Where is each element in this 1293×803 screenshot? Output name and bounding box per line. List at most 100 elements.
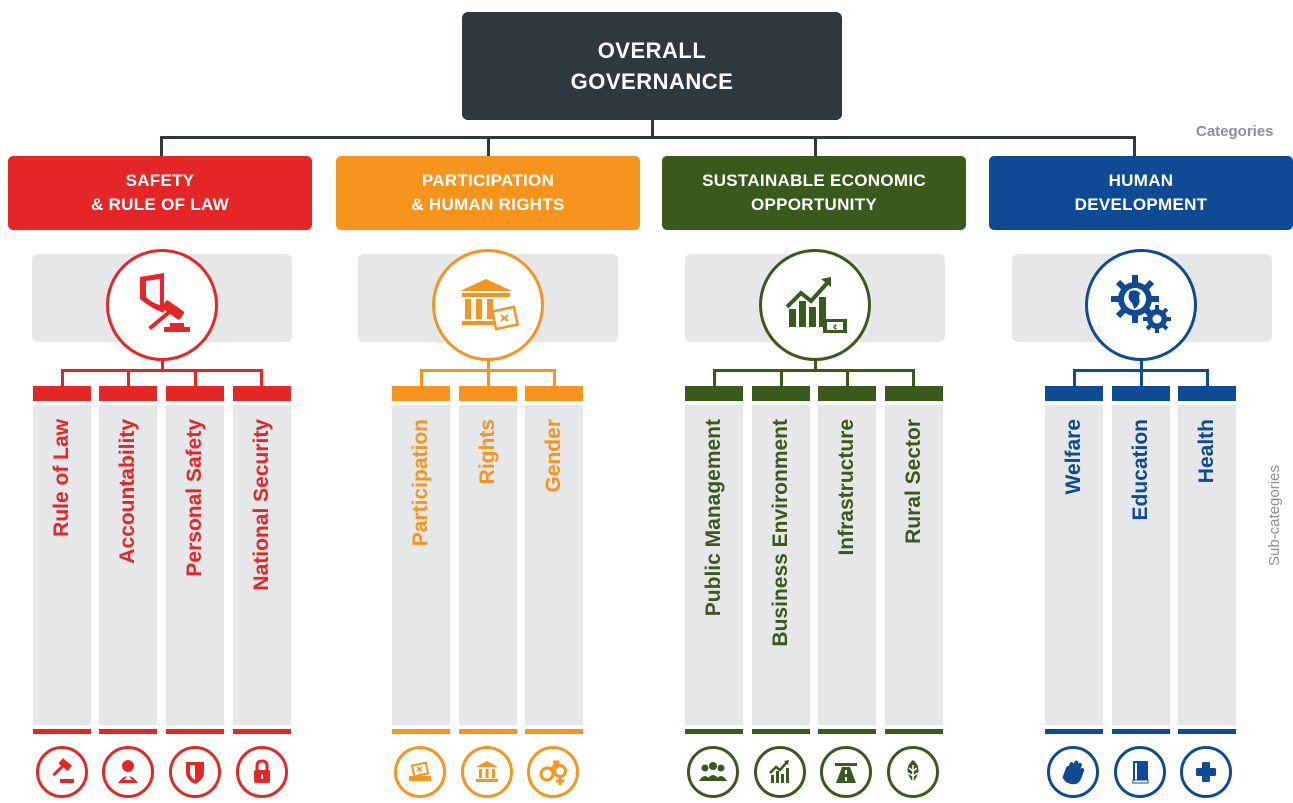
sub-bar — [885, 729, 943, 734]
category-connector-1 — [160, 136, 163, 156]
subcategory-label: Health — [1195, 419, 1218, 484]
leaf-icon — [887, 746, 939, 798]
sub-connector-drop — [1140, 369, 1143, 387]
category-economic-box: SUSTAINABLE ECONOMIC OPPORTUNITY — [662, 156, 966, 230]
sub-connector-drop — [1206, 369, 1209, 387]
overall-governance-line1: OVERALL — [597, 38, 707, 63]
shield-icon — [169, 746, 221, 798]
sub-bar — [392, 729, 450, 734]
subcategory-label: Education — [1129, 419, 1152, 521]
sub-cap — [33, 386, 91, 401]
sub-connector-stem — [487, 361, 490, 371]
sub-connector-stem — [814, 361, 817, 371]
sub-bar — [33, 729, 91, 734]
sub-cap — [233, 386, 291, 401]
subcategory-rights: Rights — [459, 405, 517, 725]
sub-cap — [752, 386, 810, 401]
sub-connector-drop — [420, 369, 423, 387]
subcategory-label: Rule of Law — [50, 419, 73, 537]
sub-bar — [685, 729, 743, 734]
top-connector-horizontal — [160, 136, 1135, 139]
sub-bar — [459, 729, 517, 734]
sub-bar — [166, 729, 224, 734]
sub-connector-drop — [1073, 369, 1076, 387]
shield-gavel-icon — [106, 249, 218, 361]
sub-connector-bar — [713, 369, 915, 372]
subcategory-label: Rights — [476, 419, 499, 485]
sub-connector-drop — [846, 369, 849, 387]
sub-cap — [525, 386, 583, 401]
sub-bar — [99, 729, 157, 734]
sub-cap — [1178, 386, 1236, 401]
category-title-line2: & RULE OF LAW — [91, 195, 229, 214]
category-title-line2: & HUMAN RIGHTS — [411, 195, 565, 214]
sub-connector-drop — [127, 369, 130, 387]
sub-bar — [525, 729, 583, 734]
sub-connector-stem — [161, 361, 164, 371]
people-group-icon — [687, 746, 739, 798]
sub-bar — [1112, 729, 1170, 734]
subcategory-rural-sector: Rural Sector — [885, 405, 943, 725]
subcategory-welfare: Welfare — [1045, 405, 1103, 725]
book-icon — [1114, 746, 1166, 798]
category-connector-4 — [1133, 136, 1136, 156]
subcategory-infrastructure: Infrastructure — [818, 405, 876, 725]
overall-governance-line2: GOVERNANCE — [570, 69, 734, 94]
category-connector-2 — [487, 136, 490, 156]
sub-cap — [1045, 386, 1103, 401]
subcategory-label: Gender — [542, 419, 565, 493]
sub-connector-drop — [487, 369, 490, 387]
category-connector-3 — [814, 136, 817, 156]
category-title-line1: PARTICIPATION — [421, 171, 555, 190]
sub-cap — [1112, 386, 1170, 401]
sub-connector-drop — [61, 369, 64, 387]
growth-money-icon: ¢ — [759, 249, 871, 361]
road-icon — [820, 746, 872, 798]
category-participation-box: PARTICIPATION & HUMAN RIGHTS — [336, 156, 640, 230]
hand-icon — [1047, 746, 1099, 798]
medical-cross-icon — [1180, 746, 1232, 798]
padlock-icon — [236, 746, 288, 798]
sub-connector-bar — [61, 369, 263, 372]
subcategory-gender: Gender — [525, 405, 583, 725]
category-title-line2: OPPORTUNITY — [750, 195, 878, 214]
subcategory-label: Welfare — [1062, 419, 1085, 495]
svg-text:¢: ¢ — [833, 323, 838, 331]
growth-chart-icon — [754, 746, 806, 798]
sub-cap — [885, 386, 943, 401]
subcategory-personal-safety: Personal Safety — [166, 405, 224, 725]
sub-connector-drop — [912, 369, 915, 387]
subcategory-label: Infrastructure — [835, 419, 858, 556]
gavel-icon — [36, 746, 88, 798]
sub-bar — [818, 729, 876, 734]
subcategory-label: Personal Safety — [183, 419, 206, 577]
sub-cap — [818, 386, 876, 401]
person-icon — [102, 746, 154, 798]
gears-africa-icon — [1085, 249, 1197, 361]
sub-cap — [99, 386, 157, 401]
subcategories-label: Sub-categories — [1266, 465, 1283, 566]
subcategory-national-security: National Security — [233, 405, 291, 725]
sub-bar — [1045, 729, 1103, 734]
category-title-line1: SAFETY — [125, 171, 195, 190]
category-title-line1: SUSTAINABLE ECONOMIC — [702, 171, 926, 190]
sub-connector-drop — [780, 369, 783, 387]
category-title-line1: HUMAN — [1108, 171, 1174, 190]
sub-cap — [685, 386, 743, 401]
subcategory-public-management: Public Management — [685, 405, 743, 725]
subcategory-label: Participation — [409, 419, 432, 547]
sub-connector-stem — [1140, 361, 1143, 371]
subcategory-label: National Security — [250, 419, 273, 591]
subcategory-accountability: Accountability — [99, 405, 157, 725]
sub-cap — [166, 386, 224, 401]
overall-governance-box: OVERALL GOVERNANCE — [462, 12, 842, 120]
sub-connector-drop — [553, 369, 556, 387]
institution-icon — [461, 746, 513, 798]
subcategory-education: Education — [1112, 405, 1170, 725]
subcategory-label: Business Environment — [769, 419, 792, 647]
sub-cap — [392, 386, 450, 401]
sub-bar — [752, 729, 810, 734]
ballot-icon — [394, 746, 446, 798]
sub-connector-drop — [194, 369, 197, 387]
categories-label: Categories — [1196, 123, 1274, 140]
